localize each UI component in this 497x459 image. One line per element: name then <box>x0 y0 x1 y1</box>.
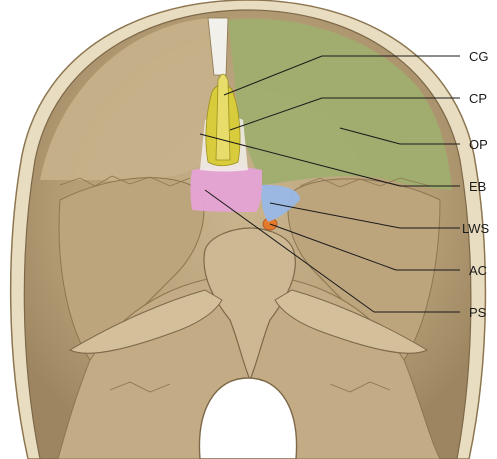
label-cp: CP <box>469 91 488 106</box>
planum-sphenoidale-region <box>190 166 262 212</box>
label-lws: LWS <box>462 221 490 236</box>
middle-fossa-left <box>58 177 205 361</box>
leader-line-op <box>339 127 401 145</box>
label-cg: CG <box>469 49 489 64</box>
leader-line-ps <box>204 189 375 313</box>
label-ac: AC <box>469 263 488 278</box>
orbital-plate-region <box>228 18 452 190</box>
label-eb: EB <box>469 179 487 194</box>
label-ps: PS <box>469 305 487 320</box>
petrous-ridge-right <box>274 289 429 354</box>
crista-gap <box>207 17 229 76</box>
middle-fossa-right <box>287 178 441 361</box>
crista-galli <box>215 73 231 161</box>
foramen-magnum <box>198 377 298 459</box>
leader-lines <box>199 55 460 313</box>
leader-line-eb <box>199 133 401 187</box>
leader-line-cg <box>223 55 323 96</box>
petrous-ridge-left <box>68 289 223 354</box>
suture-lines <box>59 175 431 393</box>
leader-line-lws <box>269 202 401 229</box>
label-op: OP <box>469 137 488 152</box>
leader-line-cp <box>229 97 323 131</box>
leader-line-ac <box>269 223 397 271</box>
clivus <box>203 227 296 382</box>
anterior-fossa-left <box>40 18 222 182</box>
lesser-wing-region <box>261 184 300 222</box>
